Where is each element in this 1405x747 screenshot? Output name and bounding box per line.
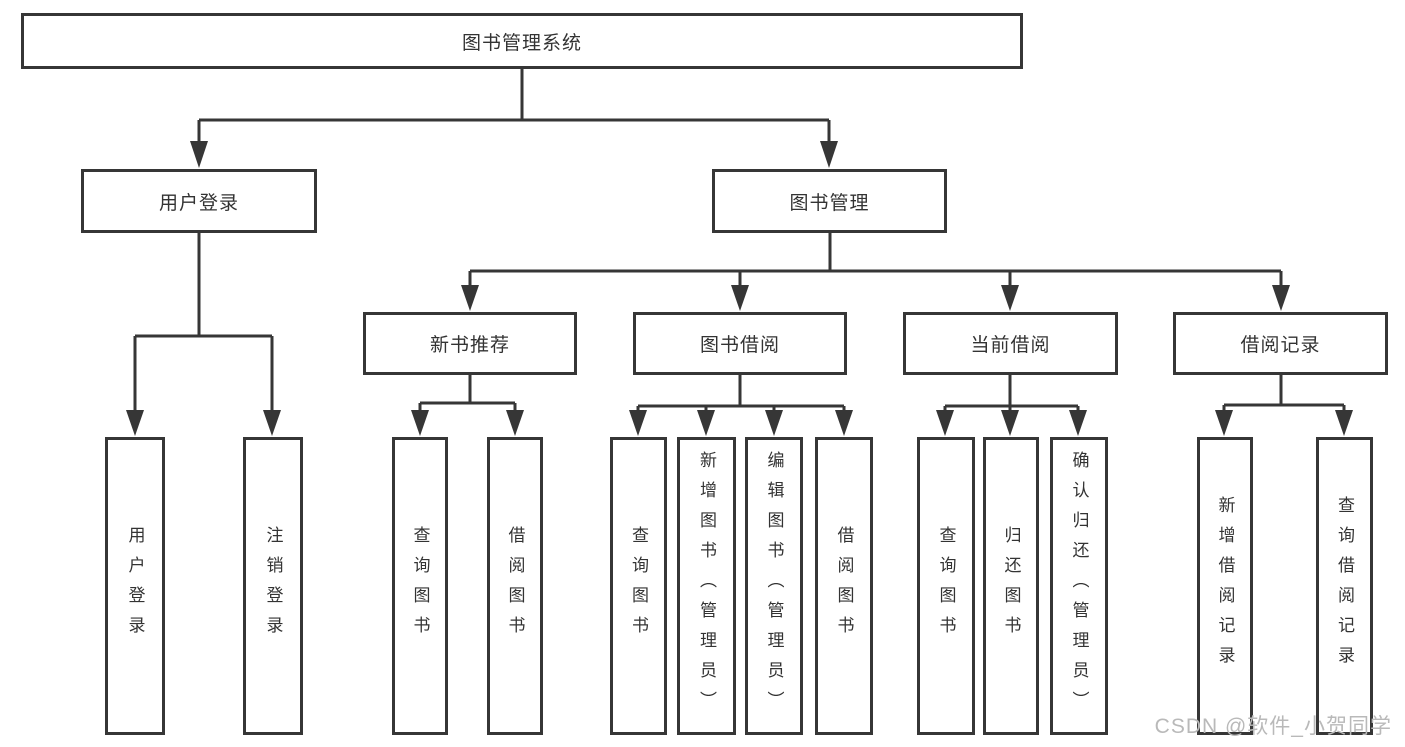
node-new-book-recommend: 新书推荐	[363, 312, 577, 375]
leaf-query-books-recommend: 查询图书	[392, 437, 448, 735]
leaf-add-borrow-record: 新增借阅记录	[1197, 437, 1253, 735]
leaf-user-login-label: 用户登录	[125, 526, 145, 646]
leaf-borrow-books-recommend: 借阅图书	[487, 437, 543, 735]
leaf-confirm-return-admin-label: 确认归还（管理员）	[1069, 451, 1089, 721]
leaf-borrow-books: 借阅图书	[815, 437, 873, 735]
node-book-management: 图书管理	[712, 169, 947, 233]
node-book-borrow: 图书借阅	[633, 312, 847, 375]
leaf-query-borrow-record: 查询借阅记录	[1316, 437, 1373, 735]
leaf-edit-book-admin-label: 编辑图书（管理员）	[764, 451, 784, 721]
node-borrow-records: 借阅记录	[1173, 312, 1388, 375]
watermark: CSDN @软件_小贺同学	[1154, 715, 1392, 738]
leaf-return-book-label: 归还图书	[1001, 526, 1021, 646]
leaf-logout: 注销登录	[243, 437, 303, 735]
node-user-login: 用户登录	[81, 169, 317, 233]
leaf-add-book-admin: 新增图书（管理员）	[677, 437, 736, 735]
leaf-query-books-borrow-label: 查询图书	[629, 526, 648, 646]
leaf-query-borrow-record-label: 查询借阅记录	[1335, 496, 1354, 676]
leaf-query-books-current: 查询图书	[917, 437, 975, 735]
leaf-return-book: 归还图书	[983, 437, 1039, 735]
leaf-user-login: 用户登录	[105, 437, 165, 735]
arrowhead-icons	[126, 141, 1353, 436]
node-library-system: 图书管理系统	[21, 13, 1023, 69]
node-current-borrow: 当前借阅	[903, 312, 1118, 375]
leaf-logout-label: 注销登录	[263, 526, 283, 646]
leaf-query-books-borrow: 查询图书	[610, 437, 667, 735]
leaf-edit-book-admin: 编辑图书（管理员）	[745, 437, 803, 735]
leaf-query-books-current-label: 查询图书	[936, 526, 956, 646]
leaf-confirm-return-admin: 确认归还（管理员）	[1050, 437, 1108, 735]
leaf-borrow-books-recommend-label: 借阅图书	[505, 526, 525, 646]
leaf-borrow-books-label: 借阅图书	[834, 526, 854, 646]
leaf-add-book-admin-label: 新增图书（管理员）	[697, 451, 716, 721]
leaf-query-books-recommend-label: 查询图书	[410, 526, 430, 646]
leaf-add-borrow-record-label: 新增借阅记录	[1215, 496, 1235, 676]
